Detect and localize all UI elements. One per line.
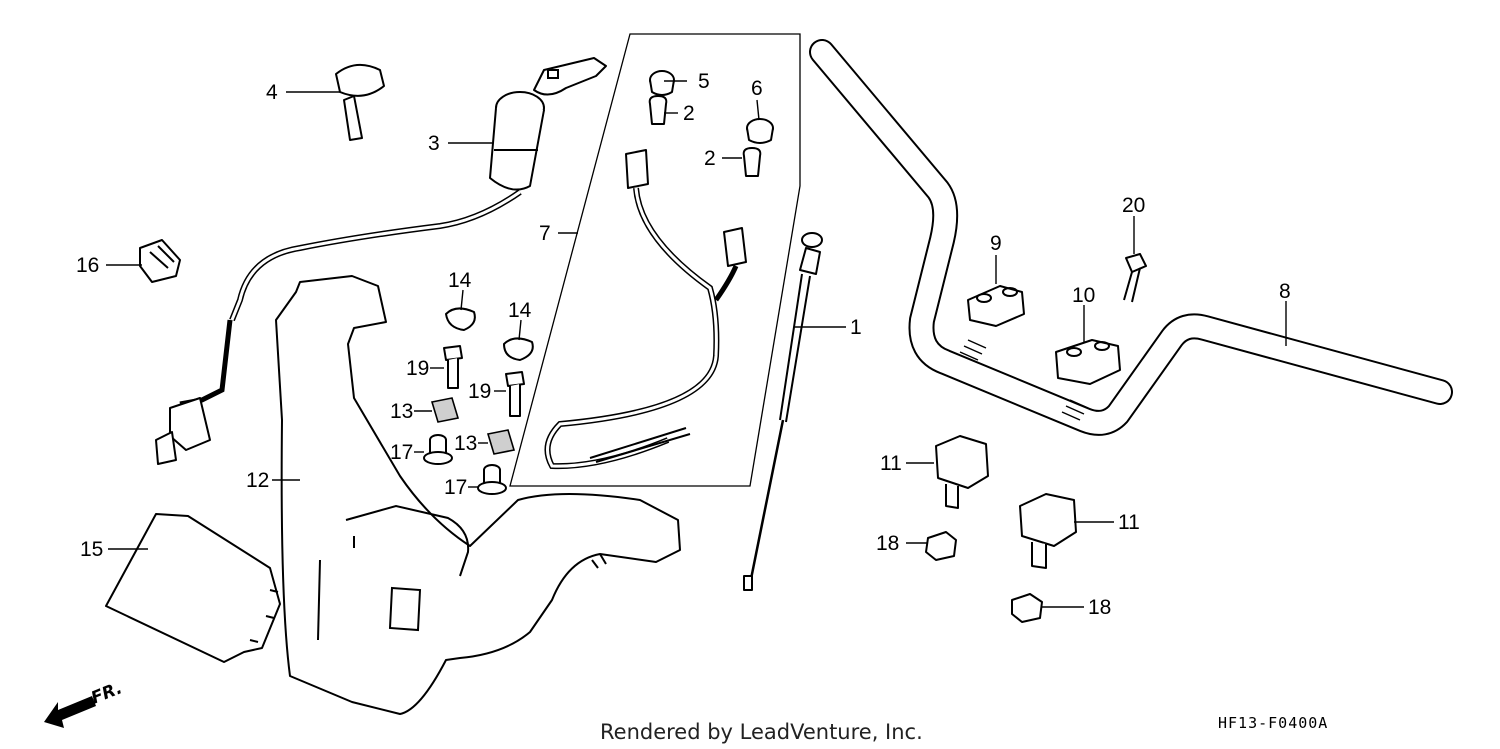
collar-17-part[interactable] bbox=[423, 434, 453, 465]
callout-16[interactable]: 16 bbox=[76, 254, 99, 277]
render-credit: Rendered by LeadVenture, Inc. bbox=[600, 720, 923, 744]
indicator-harness-part[interactable] bbox=[544, 149, 747, 470]
callout-19[interactable]: 19 bbox=[468, 380, 491, 403]
callout-4[interactable]: 4 bbox=[266, 81, 278, 104]
callout-2[interactable]: 2 bbox=[683, 102, 695, 125]
callout-labels: 1 2 2 3 4 5 6 7 8 9 10 11 11 12 13 13 14… bbox=[76, 70, 1291, 619]
callout-10[interactable]: 10 bbox=[1072, 284, 1095, 307]
callout-11[interactable]: 11 bbox=[1118, 511, 1140, 534]
callout-17[interactable]: 17 bbox=[390, 441, 413, 464]
callout-14[interactable]: 14 bbox=[448, 269, 472, 292]
callout-13[interactable]: 13 bbox=[454, 432, 477, 455]
nut-18-b-part[interactable] bbox=[1011, 593, 1043, 623]
handlebar-part[interactable] bbox=[809, 39, 1453, 436]
clip-13-b-part[interactable] bbox=[486, 429, 516, 455]
wire-harness-group-box bbox=[509, 33, 801, 487]
screw-19-part[interactable] bbox=[443, 345, 463, 389]
callout-7[interactable]: 7 bbox=[539, 222, 551, 245]
bolt-20-part[interactable] bbox=[1123, 253, 1147, 303]
lower-handlebar-holder-b-part[interactable] bbox=[1019, 493, 1077, 569]
handlebar-cover-part[interactable] bbox=[275, 275, 681, 715]
upper-handlebar-holder-b-part[interactable] bbox=[1055, 339, 1121, 385]
meter-lid-part[interactable] bbox=[105, 513, 281, 663]
callout-18[interactable]: 18 bbox=[876, 532, 899, 555]
diagram-code: HF13-F0400A bbox=[1218, 714, 1328, 732]
grommet-14-b-part[interactable] bbox=[503, 337, 534, 361]
callout-17[interactable]: 17 bbox=[444, 476, 467, 499]
front-direction-arrow-icon bbox=[44, 696, 96, 728]
bulb-2-part[interactable] bbox=[648, 95, 668, 125]
clip-part[interactable] bbox=[139, 239, 181, 283]
callout-6[interactable]: 6 bbox=[751, 77, 763, 100]
bulb-2-b-part[interactable] bbox=[742, 147, 762, 177]
leader-lines bbox=[106, 80, 1287, 608]
callout-18[interactable]: 18 bbox=[1088, 596, 1111, 619]
indicator-cap-6-part[interactable] bbox=[746, 118, 774, 144]
callout-12[interactable]: 12 bbox=[246, 469, 269, 492]
nut-18-part[interactable] bbox=[925, 531, 957, 561]
callout-9[interactable]: 9 bbox=[990, 232, 1002, 255]
clip-13-part[interactable] bbox=[430, 397, 460, 423]
callout-20[interactable]: 20 bbox=[1122, 194, 1145, 217]
callout-13[interactable]: 13 bbox=[390, 400, 413, 423]
callout-3[interactable]: 3 bbox=[428, 132, 440, 155]
callout-11[interactable]: 11 bbox=[880, 452, 902, 475]
front-marker-label: FR. bbox=[88, 678, 125, 708]
callout-15[interactable]: 15 bbox=[80, 538, 103, 561]
callout-14[interactable]: 14 bbox=[508, 299, 532, 322]
collar-17-b-part[interactable] bbox=[477, 464, 507, 495]
screw-19-b-part[interactable] bbox=[505, 371, 525, 417]
upper-handlebar-holder-part[interactable] bbox=[967, 285, 1025, 327]
ignition-switch-part[interactable] bbox=[155, 57, 607, 465]
callout-5[interactable]: 5 bbox=[698, 70, 710, 93]
choke-cable-part[interactable] bbox=[743, 232, 823, 591]
callout-8[interactable]: 8 bbox=[1279, 280, 1291, 303]
key-part[interactable] bbox=[335, 63, 385, 141]
callout-19[interactable]: 19 bbox=[406, 357, 429, 380]
callout-1[interactable]: 1 bbox=[850, 316, 862, 339]
indicator-cap-5-part[interactable] bbox=[649, 70, 675, 96]
grommet-14-part[interactable] bbox=[445, 307, 476, 331]
callout-2[interactable]: 2 bbox=[704, 147, 716, 170]
lower-handlebar-holder-part[interactable] bbox=[935, 435, 989, 509]
